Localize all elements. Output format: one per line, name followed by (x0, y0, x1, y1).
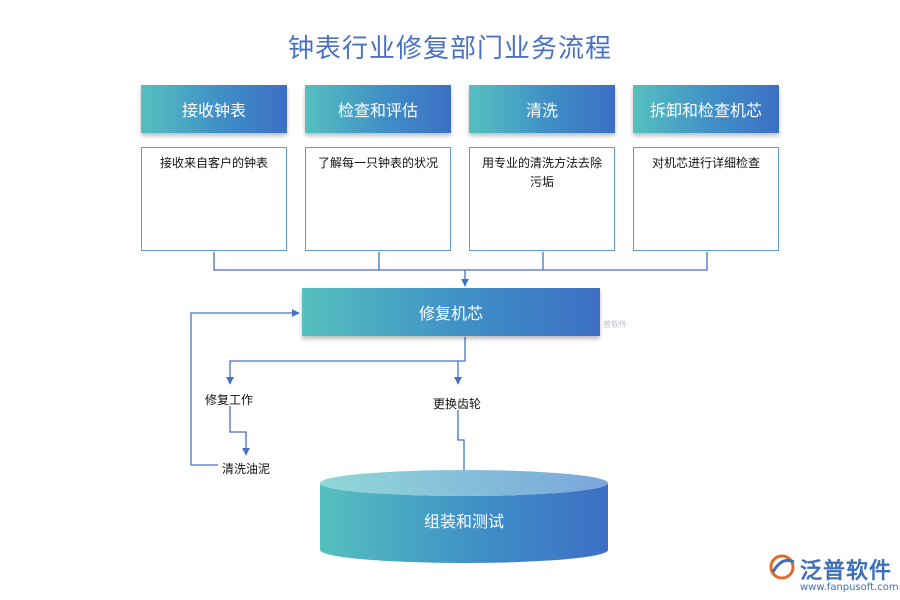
step-clean-header: 清洗 (469, 85, 615, 133)
logo-url: www.fanpusoft.com (800, 582, 899, 593)
branch-repair-work: 修复工作 (205, 393, 254, 407)
repair-movement-box: 修复机芯 (302, 288, 600, 336)
fanpu-logo-icon (769, 554, 795, 580)
watermark: 普软件 (603, 320, 627, 329)
branch-clean-oil: 清洗油泥 (222, 462, 271, 476)
step-inspect-desc: 了解每一只钟表的状况 (305, 147, 451, 251)
step-clean-desc: 用专业的清洗方法去除污垢 (469, 147, 615, 251)
step-receive-header: 接收钟表 (141, 85, 287, 133)
step-disassemble-desc: 对机芯进行详细检查 (633, 147, 779, 251)
step-receive-desc: 接收来自客户的钟表 (141, 147, 287, 251)
step-disassemble-header: 拆卸和检查机芯 (633, 85, 779, 133)
branch-replace-gear: 更换齿轮 (433, 397, 482, 411)
assembly-cylinder (320, 470, 608, 563)
assembly-test-label: 组装和测试 (423, 512, 504, 531)
logo-name: 泛普软件 (800, 559, 893, 584)
step-inspect-header: 检查和评估 (305, 85, 451, 133)
page-title: 钟表行业修复部门业务流程 (287, 34, 612, 64)
